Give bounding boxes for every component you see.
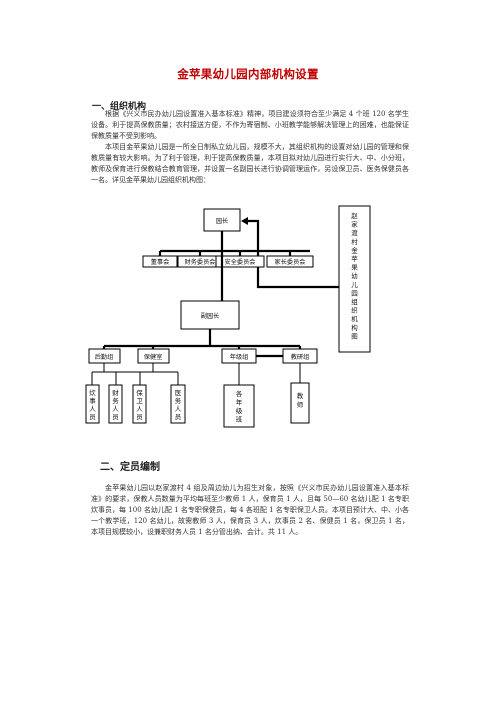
committee-safety-label: 安全委员会 [225,258,256,266]
committee-board [142,255,178,268]
committee-finance-label: 财务委员会 [185,258,216,266]
teachers-box [290,382,310,424]
committee-safety [215,255,265,268]
vice-director-label: 副园长 [201,312,220,320]
staff-finance [108,384,123,424]
org-title-vertical-text: 赵家渡村金苹果幼儿园组织机构图 [351,211,358,340]
dept-clinic-label: 保健室 [144,353,163,361]
staff-labels: 炊事人员 财务人员 保卫人员 医务人员 [89,388,182,421]
section-heading-staffing: 二、定员编制 [100,462,160,473]
dept-teaching-label: 教研组 [291,353,310,361]
staff-security [132,384,147,424]
dept-logistics-label: 后勤组 [95,353,114,361]
dept-grade-label: 年级组 [230,353,249,361]
paragraph-organization-2: 本项目金苹果幼儿园是一所全日制私立幼儿园，规模不大，其组织机构的设置对幼儿园的管… [91,143,409,184]
org-title-label: 赵家渡村金苹果幼儿园组织机构图 [351,211,358,340]
org-title-box [338,205,371,353]
section-heading-organization: 一、组织机构 [92,102,147,112]
document-title: 金苹果幼儿园内部机构设置 [177,67,319,81]
staff-cooks [85,384,100,424]
grade-labels: 各年级班 教师 [236,389,304,424]
vice-director-box [180,300,240,330]
staff-medical [170,384,186,424]
committee-parents-label: 家长委员会 [275,258,306,266]
staff-finance-label: 财务人员 [112,388,119,421]
staff-security-label: 保卫人员 [136,388,143,421]
paragraph-staffing: 金苹果幼儿园以赵家渡村 4 组及周边幼儿为招生对象，按照《兴义市民办幼儿园设置准… [91,484,409,536]
grade-classes-label: 各年级班 [236,389,243,424]
director-label: 园长 [216,217,228,225]
teachers-label: 教师 [297,391,304,409]
committee-board-label: 董事会 [151,258,170,266]
title-to-director-arrow [244,219,339,289]
grade-classes-box [223,384,255,428]
staff-medical-label: 医务人员 [175,389,182,421]
paragraph-organization-1: 根据《兴义市民办幼儿园设置准入基本标准》精神，项目建设须符合至少满足 4 个班 … [91,110,409,140]
staff-cooks-label: 炊事人员 [89,388,96,421]
committee-parents [266,255,314,268]
arrowhead-icon [241,217,248,225]
